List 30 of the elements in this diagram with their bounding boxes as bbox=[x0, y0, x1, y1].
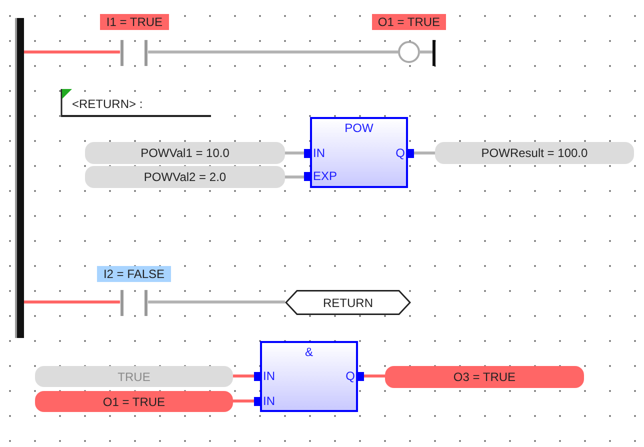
output-pin-label: Q bbox=[346, 369, 355, 383]
output-pin-label: Q bbox=[396, 146, 405, 160]
jump-label: <RETURN> : bbox=[72, 97, 143, 111]
contact-variable: I2 = FALSE bbox=[97, 266, 171, 282]
wire bbox=[414, 152, 435, 154]
wire bbox=[24, 50, 120, 54]
input-pin-label: IN bbox=[263, 394, 275, 408]
block-name: POW bbox=[344, 121, 374, 135]
variable-pill: TRUE bbox=[35, 366, 233, 387]
power-rail bbox=[17, 18, 24, 338]
block-name: & bbox=[304, 345, 314, 359]
wire bbox=[233, 374, 254, 378]
coil-variable: O1 = TRUE bbox=[372, 14, 446, 30]
return-symbol: RETURN bbox=[285, 290, 411, 315]
input-pin-label: IN bbox=[313, 146, 325, 160]
input-pin-label: EXP bbox=[313, 169, 338, 183]
variable-pill: O1 = TRUE bbox=[35, 391, 233, 412]
input-pin-label: IN bbox=[263, 369, 275, 383]
wire bbox=[233, 400, 254, 402]
wire bbox=[285, 176, 304, 178]
variable-pill: POWVal2 = 2.0 bbox=[85, 166, 285, 188]
variable-pill: O3 = TRUE bbox=[385, 366, 584, 388]
wire bbox=[148, 300, 285, 304]
variable-pill: POWVal1 = 10.0 bbox=[85, 142, 285, 164]
wire bbox=[364, 374, 385, 378]
wire bbox=[285, 152, 304, 154]
contact-variable: I1 = TRUE bbox=[100, 14, 169, 30]
wire bbox=[148, 50, 398, 54]
variable-pill: POWResult = 100.0 bbox=[435, 142, 634, 164]
wire bbox=[24, 300, 120, 304]
